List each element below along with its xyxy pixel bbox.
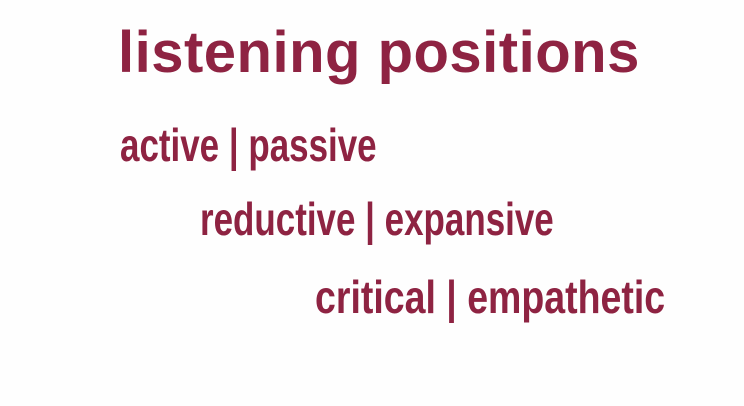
pair-critical-empathetic: critical | empathetic (315, 271, 666, 323)
slide-title: listening positions (118, 20, 640, 85)
pair-reductive-expansive: reductive | expansive (200, 193, 554, 245)
pair-active-passive: active | passive (120, 119, 377, 171)
